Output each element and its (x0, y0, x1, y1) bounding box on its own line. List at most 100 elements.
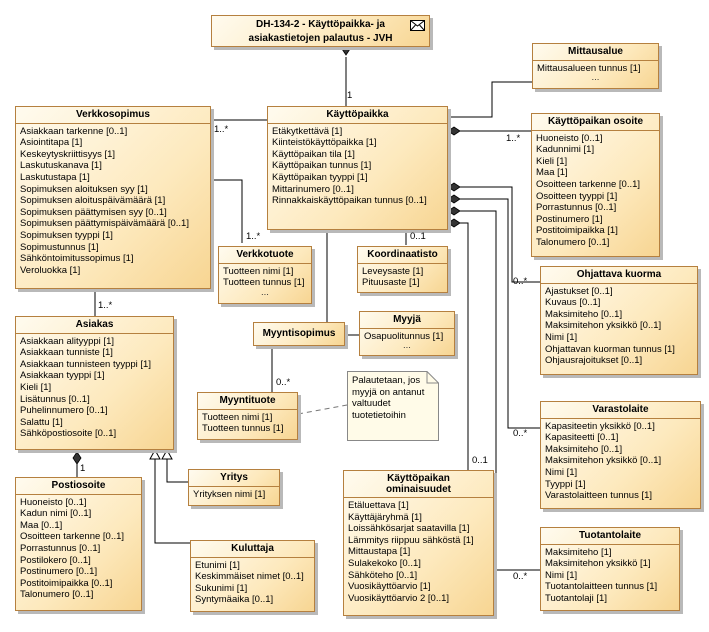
attr-row: Tuotantolaji [1] (545, 592, 607, 604)
attr-row: Käyttöpaikan tila [1] (272, 148, 355, 160)
assoc-mittausalue-kayttopaikka (448, 81, 532, 118)
generalization-kuluttaja (154, 456, 190, 544)
multiplicity-ominaisuudet: 0..1 (472, 455, 488, 466)
attr-row: Pituusaste [1] (362, 277, 420, 289)
attr-row: Kadunnimi [1] (536, 144, 595, 156)
class-kuluttaja: Kuluttaja Etunimi [1] Keskimmäiset nimet… (190, 540, 315, 612)
attr-row: Mittaustapa [1] (348, 546, 411, 558)
multiplicity-verkkotuote: 1..* (246, 231, 261, 242)
attr-row: Maa [1] (536, 167, 568, 179)
attr-row: Käyttöpaikan tunnus [1] (272, 160, 372, 172)
class-myyntituote: Myyntituote Tuotteen nimi [1] Tuotteen t… (197, 392, 298, 440)
attr-row: Etunimi [1] (195, 559, 240, 571)
attr-row: Sukunimi [1] (195, 582, 248, 594)
attr-row: Salattu [1] (20, 416, 63, 428)
class-title: Ohjattava kuorma (541, 267, 697, 284)
attr-row: Puhelinnumero [0..1] (20, 405, 108, 417)
attr-row: Talonumero [0..1] (536, 236, 610, 248)
attr-row: Tyyppi [1] (545, 478, 586, 490)
attr-row: Kieli [1] (536, 155, 568, 167)
attr-row: Yrityksen nimi [1] (193, 488, 266, 500)
attr-row: Maksimiteho [0..1] (545, 443, 623, 455)
class-title-line1: Käyttöpaikan (387, 473, 450, 484)
attr-row: Porrastunnus [0..1] (20, 542, 101, 554)
attr-row: Mittausalueen tunnus [1] (537, 62, 641, 74)
attr-row: Rinnakkaiskäyttöpaikan tunnus [0..1] (272, 195, 427, 207)
attr-row: Käyttäjäryhmä [1] (348, 511, 422, 523)
multiplicity-myyntituote: 0..* (276, 377, 291, 388)
composition-diamond-ominaisuudet (447, 218, 461, 228)
attr-row: Tuotteen tunnus [1] (202, 423, 284, 435)
attr-row: Sopimuksen päättymisen syy [0..1] (20, 206, 167, 218)
multiplicity-postiosoite: 1 (80, 463, 86, 474)
attr-row: Nimi [1] (545, 331, 578, 343)
attr-row: Tuotteen tunnus [1] (223, 277, 305, 289)
attr-row: Porrastunnus [0..1] (536, 202, 617, 214)
attr-row: Osoitteen tyyppi [1] (536, 190, 618, 202)
attr-row: Maksimitehon yksikkö [0..1] (545, 320, 662, 332)
attr-row: Lisätunnus [0..1] (20, 393, 90, 405)
note-shape (347, 371, 439, 441)
class-title: Myyjä (360, 312, 454, 329)
class-title: Varastolaite (541, 402, 700, 419)
assoc-kayttopaikka-ohjattava (460, 186, 540, 283)
diagram-header: DH-134-2 - Käyttöpaikka- ja asiakastieto… (211, 15, 430, 47)
attr-row: Maksimiteho [1] (545, 546, 612, 558)
assoc-kayttopaikka-varastolaite (460, 198, 540, 429)
class-title: Koordinaatisto (358, 247, 447, 264)
attr-row: Loissähkösarjat saatavilla [1] (348, 523, 470, 535)
attr-row: Syntymäaika [0..1] (195, 594, 274, 606)
multiplicity-tuotantolaite: 0..* (513, 571, 528, 582)
class-title: Myyntituote (198, 393, 297, 410)
assoc-kayttopaikka-tuotantolaite (460, 210, 540, 571)
attr-row: Keskeytyskriittisyys [1] (20, 148, 116, 160)
class-kayttopaikan-osoite: Käyttöpaikan osoite Huoneisto [0..1] Kad… (531, 113, 660, 257)
class-title: Kuluttaja (191, 541, 314, 558)
attr-row: Huoneisto [0..1] (20, 496, 87, 508)
attr-row: Laskutuskanava [1] (20, 160, 102, 172)
attr-row: Ohjausrajoitukset [0..1] (545, 355, 643, 367)
attr-row: Maa [0..1] (20, 519, 63, 531)
attr-row: Tuotteen nimi [1] (202, 411, 273, 423)
class-postiosoite: Postiosoite Huoneisto [0..1] Kadun nimi … (15, 477, 142, 611)
class-varastolaite: Varastolaite Kapasiteetin yksikkö [0..1]… (540, 401, 701, 509)
assoc-kayttopaikka-ominaisuudet (460, 222, 469, 470)
class-title: Mittausalue (533, 44, 658, 61)
attr-row: Sopimustunnus [1] (20, 241, 99, 253)
note-anchor (297, 404, 348, 415)
attr-row: Postinumero [0..1] (20, 566, 98, 578)
attr-row: Sulakekoko [0..1] (348, 557, 421, 569)
attr-row: Sopimuksen päättymispäivämäärä [0..1] (20, 218, 189, 230)
attr-row: Kapasiteetin yksikkö [0..1] (545, 420, 655, 432)
attr-row: Talonumero [0..1] (20, 589, 94, 601)
attr-row: Ohjattavan kuorman tunnus [1] (545, 343, 675, 355)
attr-row: Asiakkaan tunniste [1] (20, 347, 113, 359)
multiplicity-verkkosopimus-kayttopaikka: 1..* (214, 124, 229, 135)
class-verkkotuote: Verkkotuote Tuotteen nimi [1] Tuotteen t… (218, 246, 312, 304)
class-title: Myyntisopimus (262, 328, 336, 339)
note-myyjan-valtuudet: Palautetaan, jos myyjä on antanut valtuu… (347, 371, 439, 441)
class-title-line2: ominaisuudet (385, 484, 451, 495)
attr-row: Tuotteen nimi [1] (223, 265, 294, 277)
class-title: Yritys (189, 470, 279, 487)
class-title: Tuotantolaite (541, 528, 679, 545)
class-mittausalue: Mittausalue Mittausalueen tunnus [1] ... (532, 43, 659, 89)
attr-row: Sähköpostiosoite [0..1] (20, 428, 117, 440)
class-asiakas: Asiakas Asiakkaan alityyppi [1] Asiakkaa… (15, 316, 174, 450)
more-indicator: ... (591, 72, 600, 84)
more-indicator: ... (403, 340, 411, 352)
composition-diamond-varastolaite (447, 194, 461, 204)
multiplicity-koordinaatisto: 0..1 (410, 231, 426, 242)
class-myyja: Myyjä Osapuolitunnus [1] ... (359, 311, 455, 356)
class-ohjattava-kuorma: Ohjattava kuorma Ajastukset [0..1] Kuvau… (540, 266, 698, 375)
class-title: Postiosoite (16, 478, 141, 495)
class-kayttopaikan-ominaisuudet: Käyttöpaikan ominaisuudet Etäluettava [1… (343, 470, 494, 616)
more-indicator: ... (261, 286, 269, 298)
attr-row: Leveysaste [1] (362, 265, 424, 277)
attr-row: Laskutustapa [1] (20, 171, 90, 183)
attr-row: Sopimuksen aloituspäivämäärä [1] (20, 195, 166, 207)
composition-diamond-ohjattava (447, 182, 461, 192)
attr-row: Asiakkaan tyyppi [1] (20, 370, 105, 382)
class-yritys: Yritys Yrityksen nimi [1] (188, 469, 280, 506)
attr-row: Osoitteen tarkenne [0..1] (536, 178, 641, 190)
